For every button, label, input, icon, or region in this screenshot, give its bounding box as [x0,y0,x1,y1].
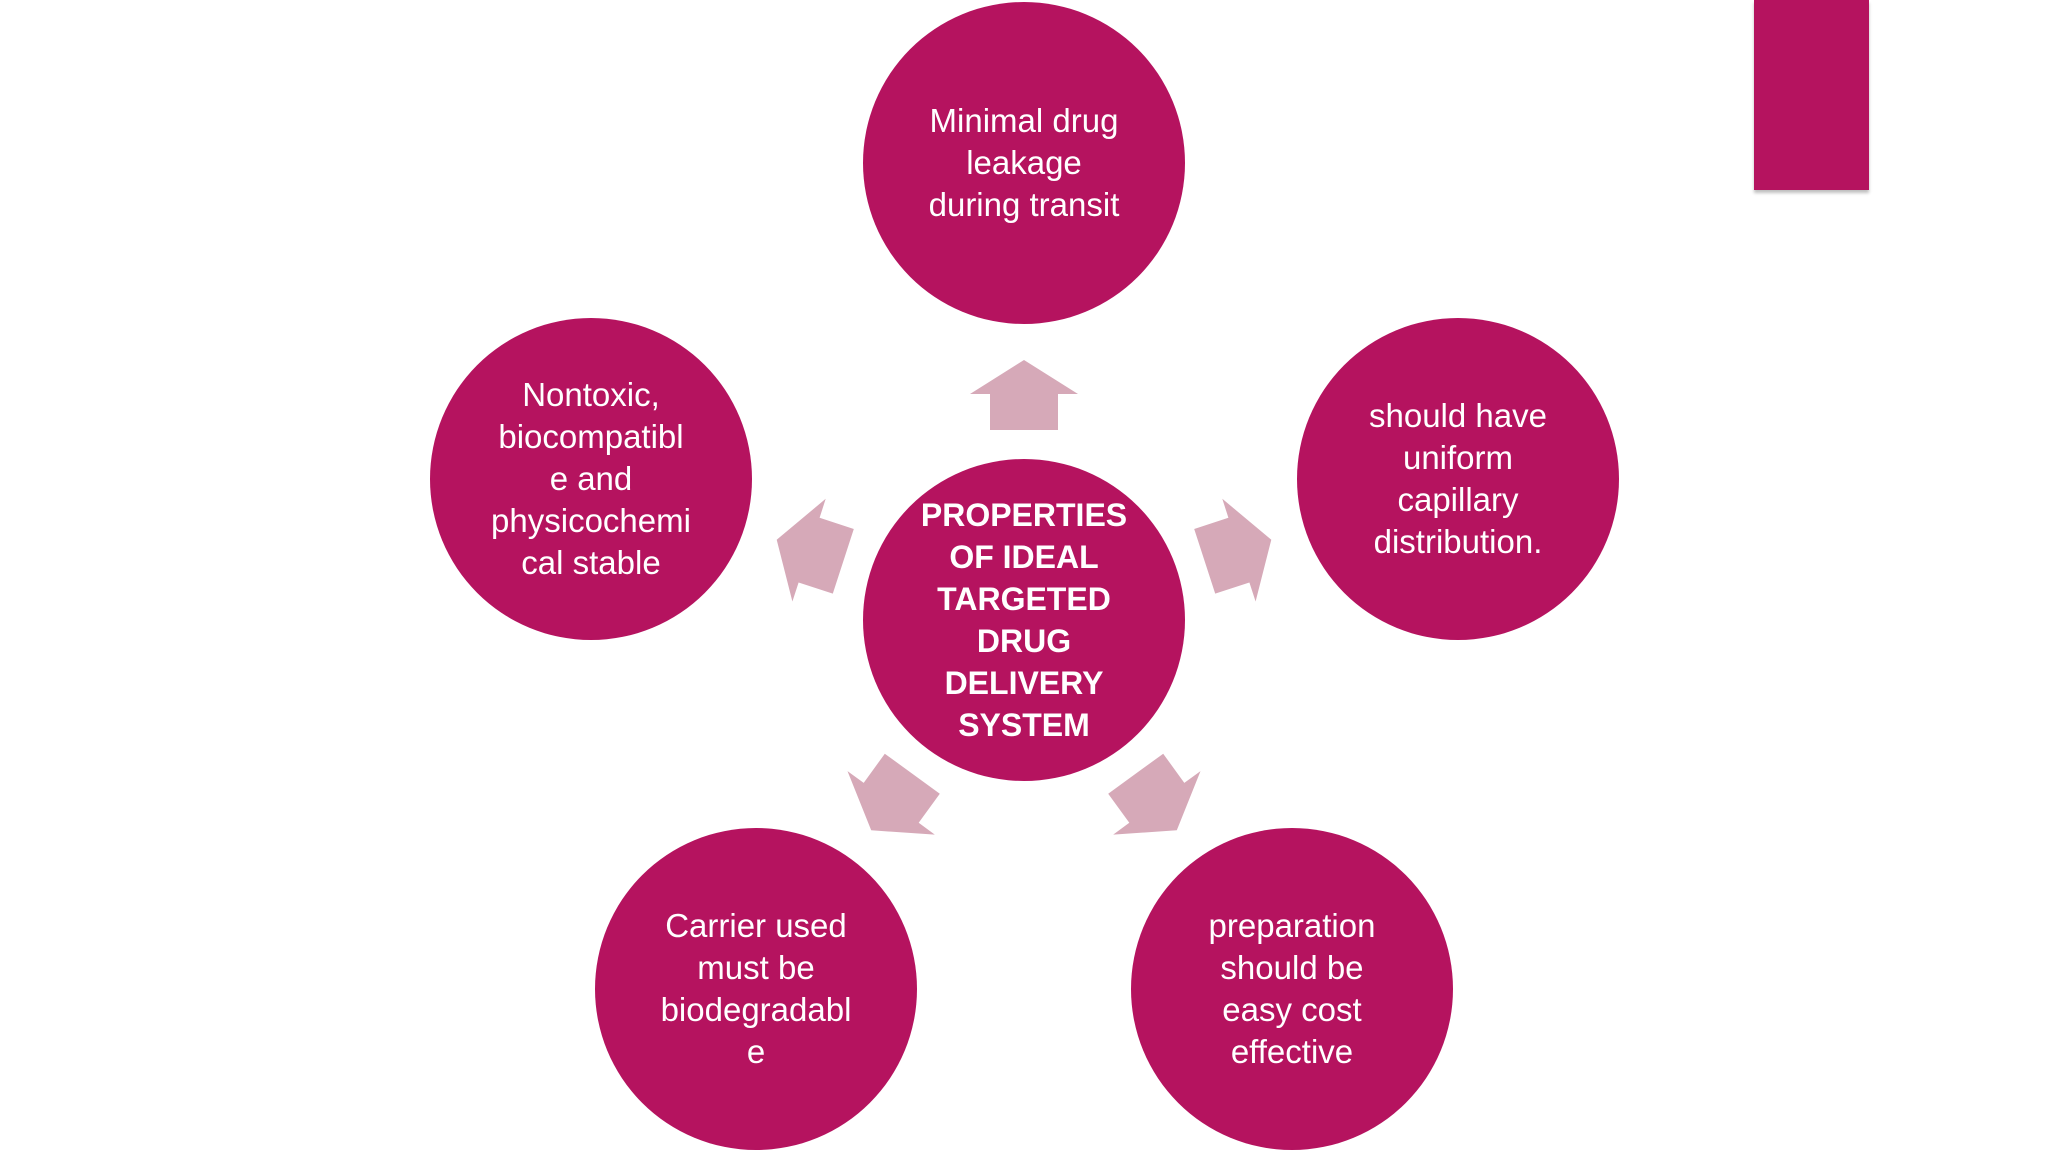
node-left: Nontoxic, biocompatibl e and physicochem… [430,318,752,640]
node-right-label: should have uniform capillary distributi… [1369,397,1547,560]
node-bottom-left: Carrier used must be biodegradabl e [595,828,917,1150]
node-bottom-right-label: preparation should be easy cost effectiv… [1208,907,1376,1070]
center-node: PROPERTIES OF IDEAL TARGETED DRUG DELIVE… [863,459,1185,781]
arrow-to-left [776,498,854,602]
corner-accent-bar [1754,0,1869,190]
node-bottom-right: preparation should be easy cost effectiv… [1131,828,1453,1150]
node-top-label: Minimal drug leakage during transit [928,102,1120,223]
center-node-label: PROPERTIES OF IDEAL TARGETED DRUG DELIVE… [920,497,1128,743]
arrow-to-bottom-left [847,753,940,835]
node-left-label: Nontoxic, biocompatibl e and physicochem… [491,376,691,581]
arrow-to-bottom-right [1108,753,1201,835]
arrow-to-right [1194,498,1272,602]
node-right: should have uniform capillary distributi… [1297,318,1619,640]
node-bottom-left-label: Carrier used must be biodegradabl e [660,907,852,1070]
arrow-to-top [970,360,1078,430]
node-top: Minimal drug leakage during transit [863,2,1185,324]
